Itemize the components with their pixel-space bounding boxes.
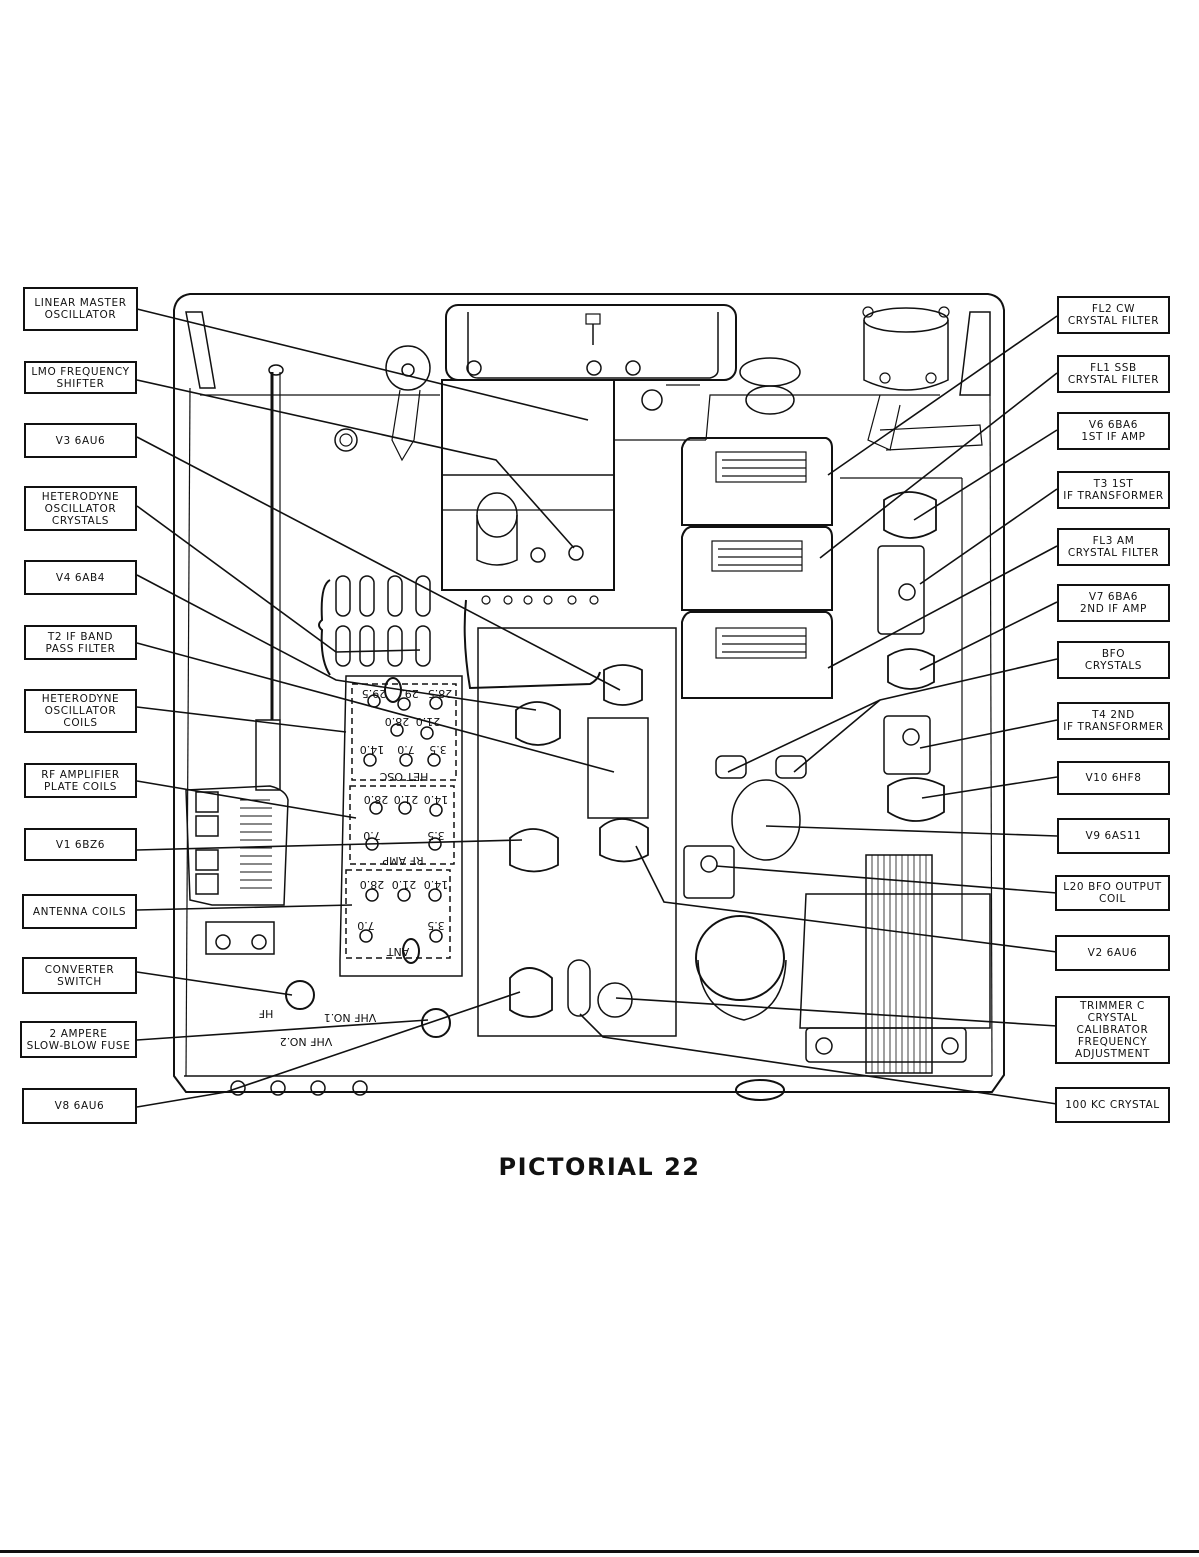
coil-value: 21.0 — [392, 878, 417, 891]
coil-value: 21.0 — [394, 793, 419, 806]
figure-title: PICTORIAL 22 — [498, 1153, 701, 1181]
label-converter-switch: CONVERTER SWITCH — [22, 957, 137, 994]
chassis-outline — [173, 293, 1005, 1093]
coil-value: 14.0 — [424, 793, 449, 806]
ant-marking: ANT — [386, 945, 409, 958]
tube-v10 — [887, 777, 945, 822]
label-t2: T2 IF BAND PASS FILTER — [24, 625, 137, 660]
tube-v1 — [509, 828, 559, 873]
label-lmo-frequency-shifter: LMO FREQUENCY SHIFTER — [24, 361, 137, 394]
label-bfo-crystals: BFO CRYSTALS — [1057, 641, 1170, 679]
coil-panel-markings: HET OSC RF AMP ANT 29.5 29. 28.5 28.0 21… — [259, 687, 453, 1048]
coil-value: 14.0 — [360, 743, 385, 756]
label-100kc-crystal: 100 KC CRYSTAL — [1055, 1087, 1170, 1123]
rf-amp-marking: RF AMP — [382, 854, 423, 867]
coil-value: 28.0 — [385, 715, 410, 728]
coil-panel-outline — [339, 675, 463, 977]
label-v9: V9 6AS11 — [1057, 818, 1170, 854]
tube-v2 — [599, 818, 649, 863]
label-v8: V8 6AU6 — [22, 1088, 137, 1124]
vhf1-marking: VHF NO.1 — [324, 1011, 377, 1024]
leader-lines — [136, 308, 1058, 1108]
tube-v4 — [515, 701, 561, 746]
label-v7: V7 6BA6 2ND IF AMP — [1057, 584, 1170, 622]
tube-v3 — [603, 664, 643, 706]
tube-v6 — [883, 491, 937, 539]
coil-value: 14.0 — [424, 878, 449, 891]
coil-value: 28.5 — [428, 687, 453, 700]
coil-value: 28.0 — [364, 793, 389, 806]
coil-value: 7.0 — [357, 919, 375, 932]
label-fl1: FL1 SSB CRYSTAL FILTER — [1057, 355, 1170, 393]
coil-value: 28.0 — [360, 878, 385, 891]
label-v6: V6 6BA6 1ST IF AMP — [1057, 412, 1170, 450]
label-heterodyne-oscillator-coils: HETERODYNE OSCILLATOR COILS — [24, 689, 137, 733]
coil-value: 7.0 — [397, 743, 415, 756]
label-v2: V2 6AU6 — [1055, 935, 1170, 971]
label-heterodyne-oscillator-crystals: HETERODYNE OSCILLATOR CRYSTALS — [24, 486, 137, 531]
hf-marking: HF — [259, 1007, 274, 1020]
label-v4: V4 6AB4 — [24, 560, 137, 595]
coil-value: 3.5 — [427, 919, 445, 932]
coil-value: 3.5 — [427, 829, 445, 842]
label-l20: L20 BFO OUTPUT COIL — [1055, 875, 1170, 911]
coil-value: 29.5 — [362, 687, 387, 700]
label-antenna-coils: ANTENNA COILS — [22, 894, 137, 929]
label-rf-amplifier-plate-coils: RF AMPLIFIER PLATE COILS — [24, 763, 137, 798]
het-osc-marking: HET OSC — [379, 770, 428, 783]
label-fuse: 2 AMPERE SLOW-BLOW FUSE — [20, 1021, 137, 1058]
label-v10: V10 6HF8 — [1057, 761, 1170, 795]
tube-v8 — [509, 967, 553, 1018]
label-t4: T4 2ND IF TRANSFORMER — [1057, 702, 1170, 740]
coil-value: 21.0 — [416, 715, 441, 728]
page-bottom-rule — [0, 1550, 1199, 1553]
label-t3: T3 1ST IF TRANSFORMER — [1057, 471, 1170, 509]
label-v3: V3 6AU6 — [24, 423, 137, 458]
label-fl2: FL2 CW CRYSTAL FILTER — [1057, 296, 1170, 334]
label-v1: V1 6BZ6 — [24, 828, 137, 861]
label-linear-master-oscillator: LINEAR MASTER OSCILLATOR — [23, 287, 138, 331]
coil-value: 29. — [401, 687, 419, 700]
coil-value: 3.5 — [429, 743, 447, 756]
label-fl3: FL3 AM CRYSTAL FILTER — [1057, 528, 1170, 566]
tube-v7 — [887, 648, 935, 690]
vhf2-marking: VHF NO.2 — [280, 1035, 333, 1048]
label-trimmer-c: TRIMMER C CRYSTAL CALIBRATOR FREQUENCY A… — [1055, 996, 1170, 1064]
coil-value: 7.0 — [363, 829, 381, 842]
